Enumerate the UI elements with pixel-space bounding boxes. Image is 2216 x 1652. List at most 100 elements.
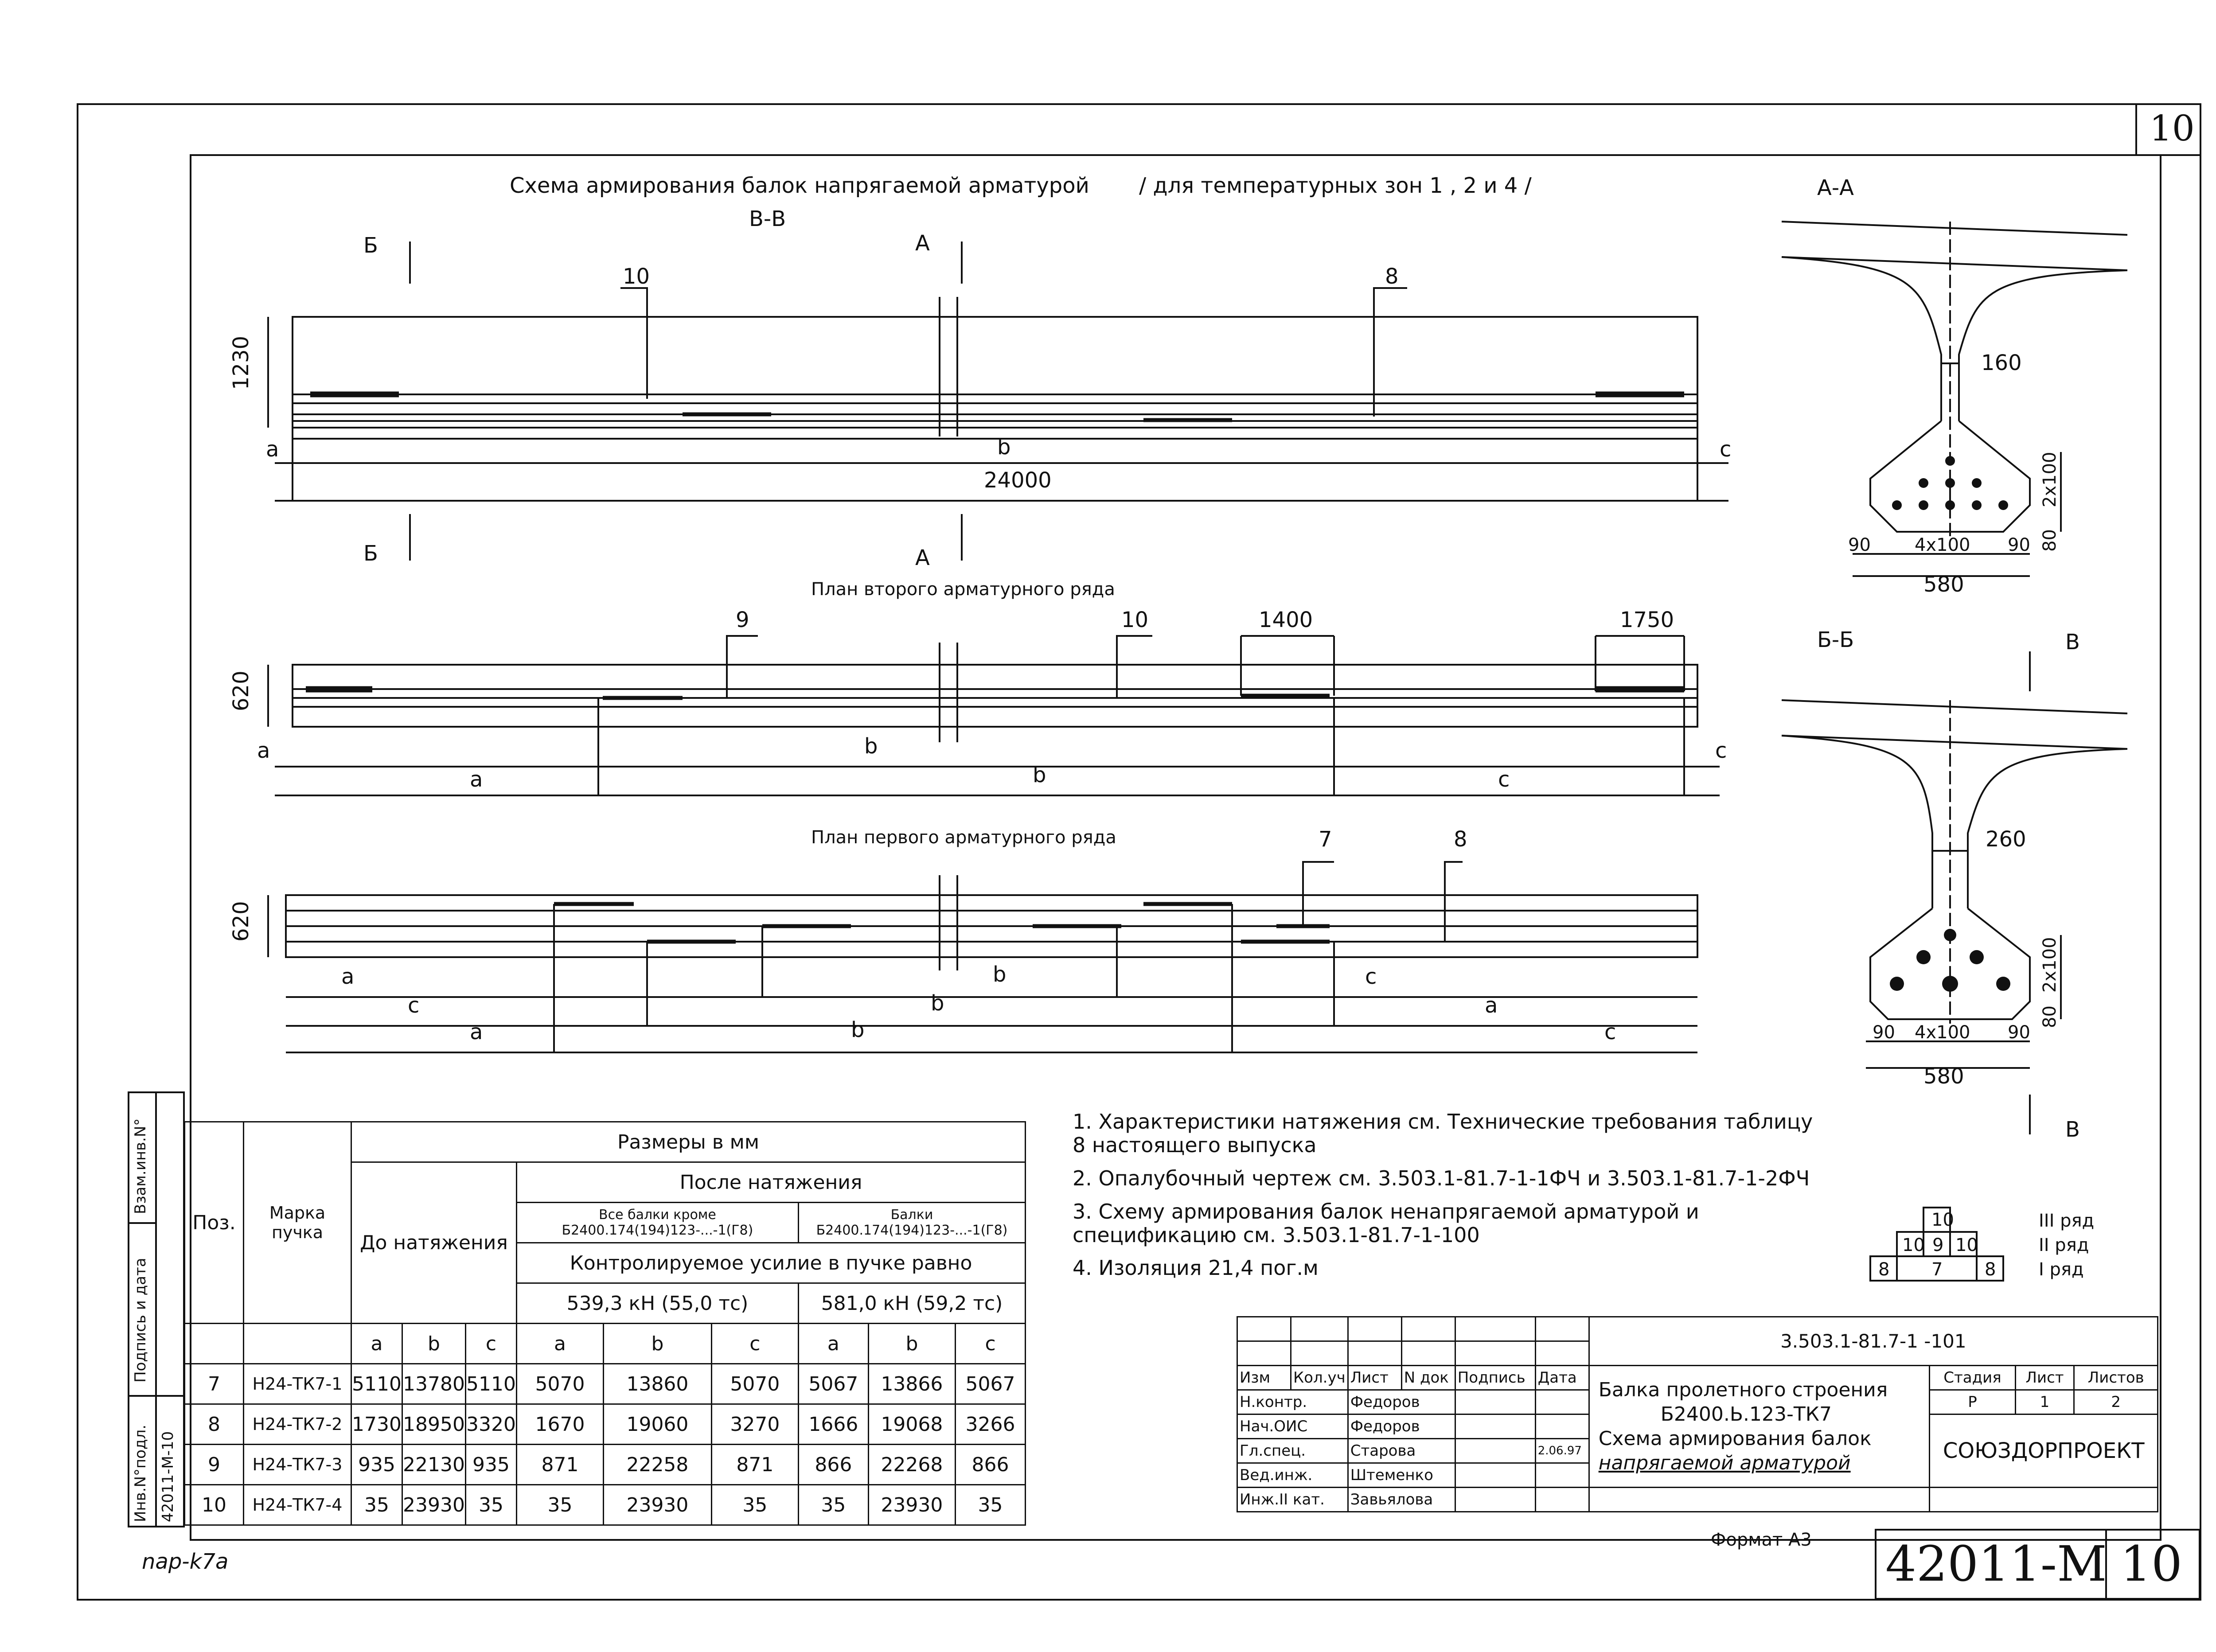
section-bb-lines: [1781, 651, 2128, 1134]
cell-mark: Н24-ТК7-2: [243, 1403, 352, 1445]
plan2-seg-b1: b: [864, 734, 878, 759]
aa-edge-v: 80: [2040, 529, 2060, 552]
cell: 866: [955, 1444, 1026, 1485]
cut-b-top: Б: [363, 233, 378, 258]
stamp-role: Гл.спец.: [1237, 1438, 1349, 1464]
table-row: 10 Н24-ТК7-4 35 23930 35 35 23930 35 35 …: [184, 1484, 1026, 1526]
stamp-sheets: 2: [2073, 1389, 2158, 1415]
stamp-title-1: Балка пролетного строения: [1598, 1379, 1888, 1401]
cell: 23930: [401, 1484, 466, 1526]
stamp-h-date: Дата: [1534, 1365, 1590, 1391]
plan1-seg-c2: c: [408, 993, 420, 1018]
plan2-seg-c1: c: [1715, 738, 1727, 763]
cell: 19060: [603, 1403, 712, 1445]
cell: 1670: [515, 1403, 605, 1445]
plan2-seg-c2: c: [1498, 767, 1510, 792]
section-aa-label: А-А: [1817, 175, 1854, 200]
plan2-lines: [267, 635, 1720, 796]
cell-pos: 10: [184, 1484, 244, 1526]
legend-row1: I ряд: [2039, 1259, 2084, 1280]
view-vv-lines: [267, 242, 1728, 561]
doc-sheet-box: 10: [2105, 1529, 2200, 1600]
cell-pos: 8: [184, 1403, 244, 1445]
plan1-label: План первого арматурного ряда: [811, 827, 1116, 848]
plan1-seg-a1: a: [341, 964, 355, 989]
inner-frame: [190, 154, 2161, 1541]
side-inv-podl: Инв.N°подл.: [132, 1424, 149, 1522]
stamp-role: Вед.инж.: [1237, 1462, 1349, 1488]
cell: 5110: [464, 1363, 517, 1405]
section-bb-label: Б-Б: [1817, 627, 1854, 652]
cell: 23930: [603, 1484, 712, 1526]
stamp-title-4: напрягаемой арматурой: [1598, 1452, 1851, 1474]
spec-table: Поз. Марка пучка Размеры в мм До натяжен…: [184, 1121, 1026, 1526]
th-c: c: [464, 1323, 517, 1364]
cut-a-bottom: А: [915, 545, 930, 570]
bb-cut-top: В: [2065, 630, 2080, 655]
cell: 18950: [401, 1403, 466, 1445]
stamp-code: 3.503.1-81.7-1 -101: [1588, 1316, 2159, 1366]
cell: 866: [797, 1444, 869, 1485]
stamp-stage-h: Стадия: [1929, 1365, 2016, 1391]
legend-r2-c2: 9: [1932, 1235, 1944, 1255]
seg-b: b: [997, 435, 1011, 460]
note-1: 1. Характеристики натяжения см. Техничес…: [1073, 1110, 1813, 1157]
bb-cut-bottom: В: [2065, 1117, 2080, 1142]
table-row: 7 Н24-ТК7-1 5110 13780 5110 5070 13860 5…: [184, 1363, 1026, 1405]
cell: 35: [464, 1484, 517, 1526]
cell: 35: [955, 1484, 1026, 1526]
bottom-left-code: nap-k7a: [142, 1549, 229, 1574]
plan2-leader-10: 10: [1121, 608, 1149, 632]
dim-1400: 1400: [1259, 608, 1313, 632]
plan1-seg-c3: c: [1604, 1020, 1616, 1044]
stamp-sheet-h: Лист: [2014, 1365, 2075, 1391]
cell-mark: Н24-ТК7-4: [243, 1484, 352, 1526]
cell: 22258: [603, 1444, 712, 1485]
bb-width: 580: [1923, 1064, 1964, 1089]
plan2-leader-9: 9: [736, 608, 749, 632]
plan1-lines: [267, 861, 1698, 1053]
stamp-role: Инж.II кат.: [1237, 1487, 1349, 1512]
plan1-seg-b3: b: [851, 1017, 865, 1042]
cell: 35: [797, 1484, 869, 1526]
dim-1230: 1230: [229, 335, 254, 390]
cell: 13866: [867, 1363, 956, 1405]
dim-1750: 1750: [1620, 608, 1674, 632]
stamp-date: 2.06.97: [1534, 1438, 1590, 1464]
cell: 3270: [710, 1403, 799, 1445]
view-vv-label: В-В: [749, 206, 786, 231]
table-row: 9 Н24-ТК7-3 935 22130 935 871 22258 871 …: [184, 1444, 1026, 1485]
plan1-leader-8: 8: [1454, 827, 1467, 852]
legend-row3: III ряд: [2039, 1211, 2095, 1231]
plan1-leader-7: 7: [1319, 827, 1332, 852]
th-force2: 581,0 кН (59,2 тс): [797, 1282, 1026, 1324]
format-label: Формат А3: [1711, 1530, 1812, 1550]
drawing-title: Схема армирования балок напрягаемой арма…: [510, 173, 1089, 198]
th-beams-g8: Балки Б2400.174(194)123-...-1(Г8): [797, 1202, 1026, 1243]
aa-edge-right: 90: [2008, 535, 2030, 555]
stamp-name: Старова: [1347, 1438, 1456, 1464]
stamp-role: Н.контр.: [1237, 1389, 1349, 1415]
bb-spacing-h: 4х100: [1915, 1022, 1970, 1043]
legend-r1-c2: 7: [1931, 1259, 1943, 1280]
stamp-h-izm: Изм: [1237, 1365, 1291, 1391]
cell-pos: 9: [184, 1444, 244, 1485]
corner-sheet-number: 10: [2150, 108, 2195, 149]
th-force1: 539,3 кН (55,0 тс): [515, 1282, 799, 1324]
section-aa-lines: [1781, 221, 2128, 577]
th-pos: Поз.: [184, 1121, 244, 1324]
aa-web: 160: [1981, 351, 2022, 375]
drawing-title-note: / для температурных зон 1 , 2 и 4 /: [1139, 173, 1532, 198]
plan1-seg-a3: a: [470, 1020, 483, 1044]
th-c: c: [955, 1323, 1026, 1364]
doc-number-box: 42011-М: [1875, 1529, 2107, 1600]
cell: 871: [710, 1444, 799, 1485]
aa-spacing-v: 2х100: [2040, 452, 2060, 507]
cell-mark: Н24-ТК7-1: [243, 1363, 352, 1405]
plan2-seg-b2: b: [1033, 763, 1046, 787]
note-3: 3. Схему армирования балок ненапрягаемой…: [1073, 1199, 1699, 1247]
table-row: 8 Н24-ТК7-2 1730 18950 3320 1670 19060 3…: [184, 1403, 1026, 1445]
stamp-name: Федоров: [1347, 1389, 1456, 1415]
plan1-seg-b1: b: [993, 962, 1007, 987]
cell: 3266: [955, 1403, 1026, 1445]
